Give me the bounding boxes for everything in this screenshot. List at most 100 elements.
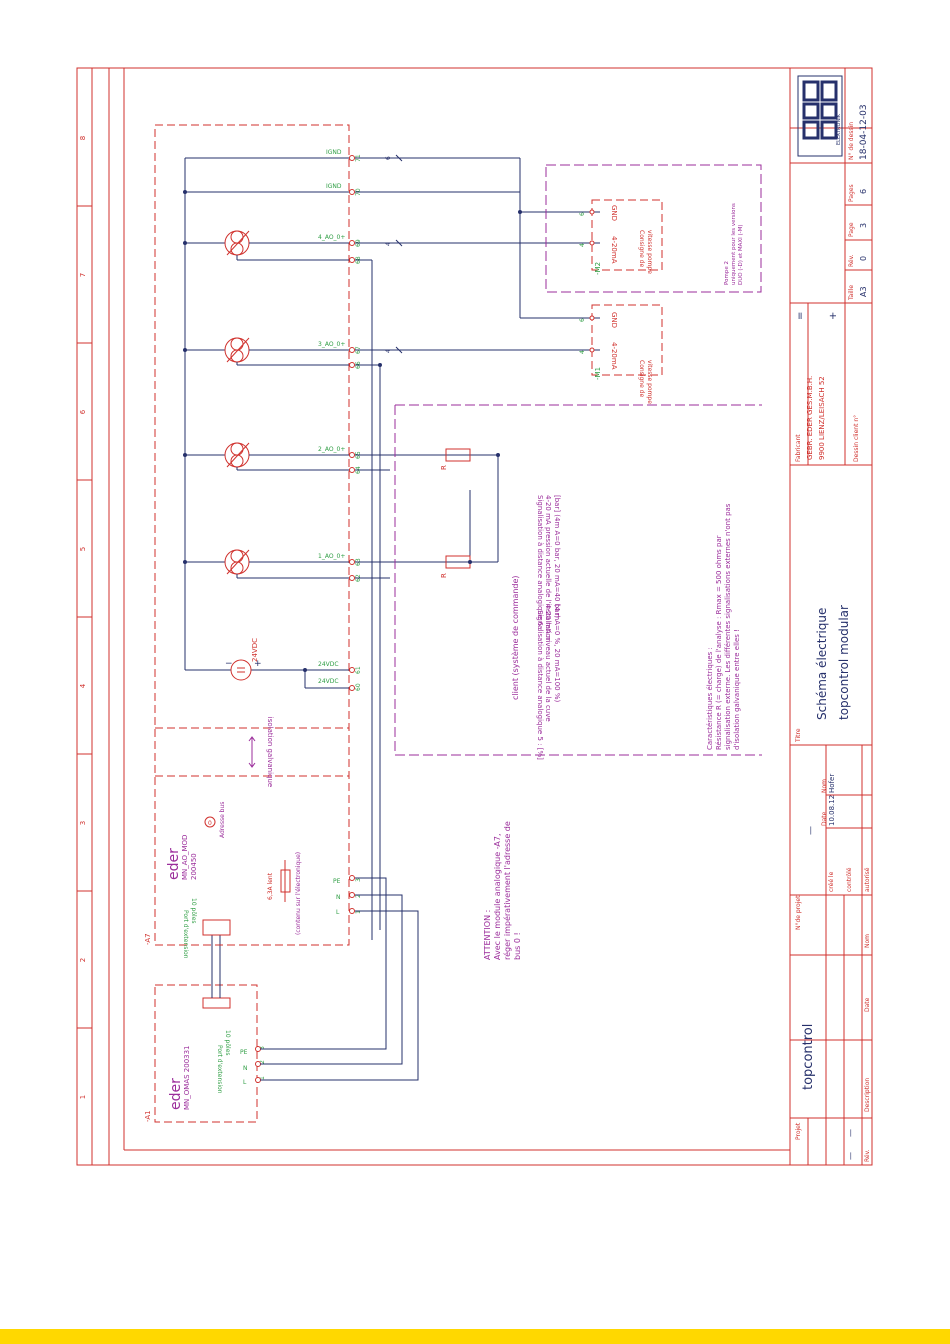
date-label-2: Date — [821, 811, 828, 826]
drawing-frame — [76, 67, 873, 1166]
m1-desc-2: vitesse pompe — [646, 360, 653, 404]
a1-num-2: 2 — [259, 1060, 266, 1064]
signal5-line-3: (4 mA=0 %, 20 mA=100 %) — [553, 604, 561, 703]
pump2-optional-area: Pompe 2 uniquement pour les versions DUO… — [545, 164, 762, 293]
manufacturer-line-1: GEBR. EDER GES.M.B.H. — [806, 376, 814, 460]
a1-model: MN_OMAS 200331 — [183, 1045, 191, 1110]
signal6-line-1: Signalisation à distance analogique 6 : — [536, 495, 544, 631]
pages-value: 6 — [859, 189, 868, 194]
a7-num-2: 2 — [355, 894, 362, 898]
project-no: — — [806, 826, 816, 835]
m1-num-in: 4 — [579, 350, 586, 354]
checked-label: contrôlé — [846, 867, 853, 892]
characteristics-line-2: Résistance R (= charge) de l'analyse : R… — [715, 535, 723, 750]
attention-line-1: ATTENTION : — [483, 910, 492, 960]
manufacturer-line-2: 9900 LIENZ/LEISACH 52 — [818, 376, 826, 460]
desc-col-label: Description — [864, 1078, 871, 1112]
created-date: 10.08.12 — [828, 795, 836, 826]
gnd-70-label: IGND — [326, 183, 342, 190]
attention-line-3: réger impérativement l'adresse de — [502, 821, 512, 960]
ao-channel-2: 2_AO_0+ 64 65 — [185, 442, 498, 474]
a7-brand: eder — [166, 848, 182, 880]
extension-cable — [211, 935, 221, 998]
a1-brand: eder — [168, 1078, 184, 1110]
project-label: Projet — [795, 1122, 802, 1140]
a1-port: Port d'extension — [216, 1045, 223, 1094]
wire-num-ao3: 4 — [385, 349, 392, 353]
ao4-label: 4_AO_0+ — [318, 234, 345, 241]
title-line-1: Schéma électrique — [815, 608, 829, 720]
module-a7: isolation galvanique -A7 eder MN_AO_MOD … — [144, 124, 362, 959]
gnd-71-label: IGND — [326, 149, 342, 156]
pump-m1: -M1 4-20mA GND 4 6 Consigne de vitesse p… — [579, 304, 663, 404]
junction-dots — [183, 190, 500, 672]
a7-port2-label: 10 pôles — [190, 898, 197, 924]
rev-row-1: — — [846, 1152, 855, 1160]
drawing-no-label: N° de dessin — [848, 122, 855, 160]
isolation-label: isolation galvanique — [266, 717, 274, 787]
gnd-terminals: IGND IGND 70 71 — [185, 149, 590, 319]
a7-port-label: Port d'extension — [182, 910, 189, 959]
grid-num-1: 1 — [79, 1095, 87, 1099]
m1-in: 4-20mA — [610, 342, 618, 370]
date-col-label: Date — [864, 997, 871, 1012]
page-label: Page — [848, 222, 855, 237]
term-61-num: 61 — [355, 666, 362, 674]
m2-num-in: 4 — [579, 243, 586, 247]
page-value: 3 — [859, 223, 868, 228]
attention-line-2: Avec le module analogique -A7, — [493, 833, 502, 960]
a7-num-1: 1 — [355, 910, 362, 914]
rev-no-label: Rév. — [848, 254, 855, 267]
rev-col-label: Rév. — [864, 1149, 871, 1162]
grid-num-7: 7 — [79, 273, 87, 277]
client-drawing-label: Dessin client n° — [853, 415, 860, 462]
grid-num-5: 5 — [79, 547, 87, 551]
rev-no-value: 0 — [859, 256, 868, 261]
size-value: A3 — [859, 286, 868, 297]
a1-tag: -A1 — [144, 1110, 152, 1122]
grid-numbers: 1 2 3 4 5 6 7 8 — [79, 136, 87, 1099]
term-61-label: 24VDC — [318, 661, 339, 668]
ao-channel-4: 4_AO_0+ 68 69 — [185, 230, 590, 940]
title-line-2: topcontrol modular — [837, 605, 851, 720]
mains-wiring — [260, 877, 419, 1081]
ao2-label: 2_AO_0+ — [318, 446, 345, 453]
m2-num-gnd: 6 — [579, 212, 586, 216]
a7-term-l: L — [336, 909, 340, 916]
a7-bus-value: 0 — [208, 820, 212, 827]
a7-term-pe: PE — [333, 878, 341, 885]
a1-num-1: 1 — [259, 1076, 266, 1080]
logo-sub: ELEKTRONIK — [836, 113, 842, 145]
client-area: client (système de commande) Signalisati… — [394, 404, 762, 760]
wire-num-ao4: 4 — [385, 242, 392, 246]
grid-num-6: 6 — [79, 409, 87, 414]
pump2-note-3: DUO (-D) et MAXI (-M) — [738, 224, 744, 285]
r1-label: R — [440, 573, 448, 578]
m2-tag: -M2 — [594, 262, 602, 275]
a7-model: MN_AO_MOD — [181, 835, 189, 880]
created-label: créé le — [828, 871, 835, 892]
resistor-r1: R — [410, 455, 499, 578]
rev-row-2: — — [846, 1129, 855, 1137]
characteristics-line-1: Caractéristiques électriques : — [706, 647, 714, 750]
pages-label: Pages — [848, 184, 855, 202]
a1-port2: 10 pôles — [224, 1030, 231, 1056]
wire-num-gnd: 6 — [385, 156, 392, 160]
m2-desc-1: Consigne de — [638, 230, 645, 267]
signal5-line-2: 4-20 mA niveau actuel de la cuve — [544, 604, 552, 722]
m1-num-gnd: 6 — [579, 318, 586, 322]
eq-mark: = — [795, 312, 806, 320]
a1-num-3: 3 — [259, 1046, 266, 1050]
a7-term-n: N — [336, 894, 341, 901]
supply-plus: + — [254, 659, 262, 669]
resistor-r2: R — [440, 448, 471, 470]
ao3-label: 3_AO_0+ — [318, 341, 345, 348]
analog-section: − + 24VDC 24VDC 24VDC 61 60 1_AO_0+ 62 6… — [183, 149, 590, 940]
term-60-num: 60 — [355, 683, 362, 691]
title-block: Projet topcontrol N°de projet — Rév. Des… — [790, 68, 872, 1165]
a7-num-3: 3 — [355, 878, 362, 882]
m2-in: 4-20mA — [610, 236, 618, 264]
attention-note: ATTENTION : Avec le module analogique -A… — [483, 821, 522, 960]
a1-term-n: N — [243, 1065, 248, 1072]
